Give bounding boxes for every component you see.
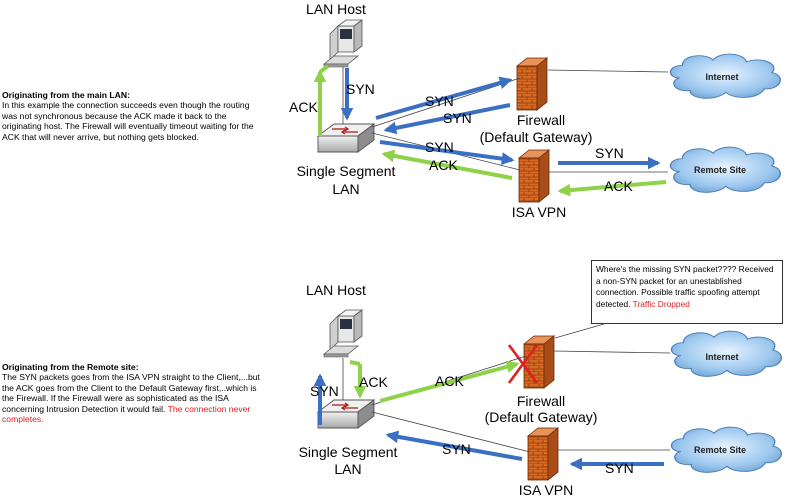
label-vpn-to-switch: ACK	[429, 157, 458, 173]
label-remote-to-vpn: ACK	[604, 178, 633, 194]
firewall-label-line-1: Firewall	[517, 112, 565, 128]
label-host-to-switch: SYN	[346, 81, 375, 97]
arrow-to-firewall-2	[379, 360, 520, 403]
scenario-2-description: Originating from the Remote site: The SY…	[2, 362, 267, 424]
intrusion-callout: Where's the missing SYN packet???? Recei…	[591, 260, 783, 324]
switch-label-line-1: Single Segment	[297, 163, 396, 179]
lan-host-label-2: LAN Host	[306, 282, 366, 298]
switch-label-line-1-2: Single Segment	[299, 444, 398, 460]
lan-switch-icon-2	[317, 399, 375, 429]
firewall-icon-2	[523, 335, 555, 389]
isa-vpn-label-2: ISA VPN	[519, 482, 573, 498]
scenario-1-description: Originating from the main LAN: In this e…	[2, 90, 267, 142]
remote-site-label-2: Remote Site	[694, 445, 746, 455]
arrow-remote-to-vpn	[557, 180, 667, 197]
isa-vpn-firewall-icon-2	[527, 427, 559, 481]
lan-host-computer-icon-2	[323, 309, 363, 358]
scenario-1-text: In this example the connection succeeds …	[2, 100, 254, 142]
isa-vpn-label: ISA VPN	[512, 204, 566, 220]
firewall-label-line-1-2: Firewall	[517, 393, 565, 409]
callout-text: Where's the missing SYN packet???? Recei…	[596, 264, 774, 309]
scenario-2-links	[342, 323, 671, 453]
label-to-firewall-2: ACK	[435, 373, 464, 389]
label-remote-to-vpn-2: SYN	[605, 460, 634, 476]
label-switch-to-host: ACK	[289, 99, 318, 115]
internet-label-2: Internet	[705, 352, 738, 362]
arrow-from-firewall	[383, 103, 511, 135]
label-from-firewall: SYN	[443, 110, 472, 126]
lan-switch-icon	[317, 123, 375, 153]
firewall-label-line-2-2: (Default Gateway)	[485, 409, 598, 425]
label-vpn-to-remote: SYN	[595, 145, 624, 161]
switch-label-line-2: LAN	[332, 181, 359, 197]
internet-label: Internet	[705, 72, 738, 82]
scenario-2-heading: Originating from the Remote site:	[2, 362, 139, 372]
scenario-1-heading: Originating from the main LAN:	[2, 90, 130, 100]
isa-vpn-firewall-icon	[518, 149, 550, 203]
scenario-2-text: The SYN packets goes from the ISA VPN st…	[2, 372, 260, 414]
firewall-label-line-2: (Default Gateway)	[480, 129, 593, 145]
lan-host-label: LAN Host	[306, 1, 366, 17]
arrow-to-firewall	[375, 76, 513, 120]
lan-host-computer-icon	[323, 19, 363, 68]
arrow-vpn-to-switch	[381, 149, 513, 180]
label-vpn-to-switch-2: SYN	[442, 441, 471, 457]
switch-label-line-2-2: LAN	[334, 461, 361, 477]
arrow-vpn-to-switch-2	[385, 430, 523, 461]
callout-text-red: Traffic Dropped	[632, 298, 690, 309]
arrow-to-vpn	[379, 140, 515, 165]
label-to-vpn: SYN	[425, 139, 454, 155]
scenario-2-diagram: LAN Host Single Segment LAN Firewall (De…	[299, 282, 782, 498]
scenario-2-text-red: The connection never completes.	[2, 403, 251, 425]
firewall-icon	[516, 57, 548, 111]
scenario-1-diagram: LAN Host Single Segment LAN Firewall (De…	[289, 1, 781, 220]
label-to-firewall: SYN	[425, 93, 454, 109]
label-host-to-switch-2: ACK	[359, 374, 388, 390]
remote-site-label: Remote Site	[694, 165, 746, 175]
label-switch-to-host-2: SYN	[310, 383, 339, 399]
blocked-x-icon	[507, 344, 539, 384]
